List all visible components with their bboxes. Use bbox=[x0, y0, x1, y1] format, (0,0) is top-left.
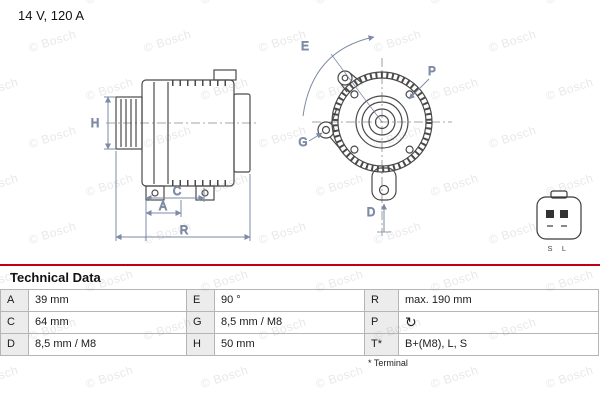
dim-label-e: E bbox=[301, 41, 309, 53]
dim-label-h: H bbox=[91, 118, 99, 130]
pulley bbox=[115, 96, 143, 150]
technical-data-table: A 39 mm E 90 ° R max. 190 mm C 64 mm G 8… bbox=[0, 289, 599, 356]
technical-data-title: Technical Data bbox=[10, 270, 101, 285]
side-view-dimensions: H A C R bbox=[90, 96, 251, 241]
housing bbox=[141, 69, 251, 187]
spec-key-g: G bbox=[187, 312, 215, 334]
dim-label-c: C bbox=[173, 186, 181, 198]
technical-data-section: Technical Data A 39 mm E 90 ° R max. 190… bbox=[0, 264, 600, 368]
spec-value-d: 8,5 mm / M8 bbox=[29, 334, 187, 356]
bottom-lug bbox=[371, 167, 397, 201]
dim-label-p: P bbox=[428, 66, 436, 78]
spec-key-t: T* bbox=[365, 334, 399, 356]
spec-key-p: P bbox=[365, 312, 399, 334]
dim-label-g: G bbox=[299, 137, 308, 149]
connector-pin-l-label: L bbox=[562, 244, 566, 253]
spec-value-a: 39 mm bbox=[29, 290, 187, 312]
spec-key-a: A bbox=[1, 290, 29, 312]
top-lug bbox=[337, 70, 363, 93]
mounting-feet bbox=[145, 185, 215, 201]
red-divider bbox=[0, 264, 600, 266]
connector-diagram: S L bbox=[536, 190, 582, 253]
spec-key-d: D bbox=[1, 334, 29, 356]
dim-label-r: R bbox=[180, 225, 188, 237]
terminal-footnote: * Terminal bbox=[368, 358, 408, 368]
alternator-front-view bbox=[312, 58, 452, 236]
spec-value-h: 50 mm bbox=[215, 334, 365, 356]
front-view-dimensions: E P G D bbox=[298, 35, 437, 233]
left-lug bbox=[317, 107, 342, 151]
alternator-technical-drawing: H A C R bbox=[90, 35, 582, 253]
spec-key-e: E bbox=[187, 290, 215, 312]
dim-label-d: D bbox=[367, 207, 375, 219]
connector-pin-s-label: S bbox=[547, 244, 552, 253]
dim-label-a: A bbox=[159, 201, 167, 213]
spec-value-c: 64 mm bbox=[29, 312, 187, 334]
spec-key-r: R bbox=[365, 290, 399, 312]
spec-value-g: 8,5 mm / M8 bbox=[215, 312, 365, 334]
spec-key-c: C bbox=[1, 312, 29, 334]
spec-value-r: max. 190 mm bbox=[399, 290, 599, 312]
spec-value-t: B+(M8), L, S bbox=[399, 334, 599, 356]
alternator-side-view bbox=[106, 69, 258, 201]
spec-value-e: 90 ° bbox=[215, 290, 365, 312]
spec-key-h: H bbox=[187, 334, 215, 356]
voltage-amperage-rating: 14 V, 120 A bbox=[18, 8, 85, 23]
rotation-direction-icon: ↻ bbox=[399, 312, 599, 334]
